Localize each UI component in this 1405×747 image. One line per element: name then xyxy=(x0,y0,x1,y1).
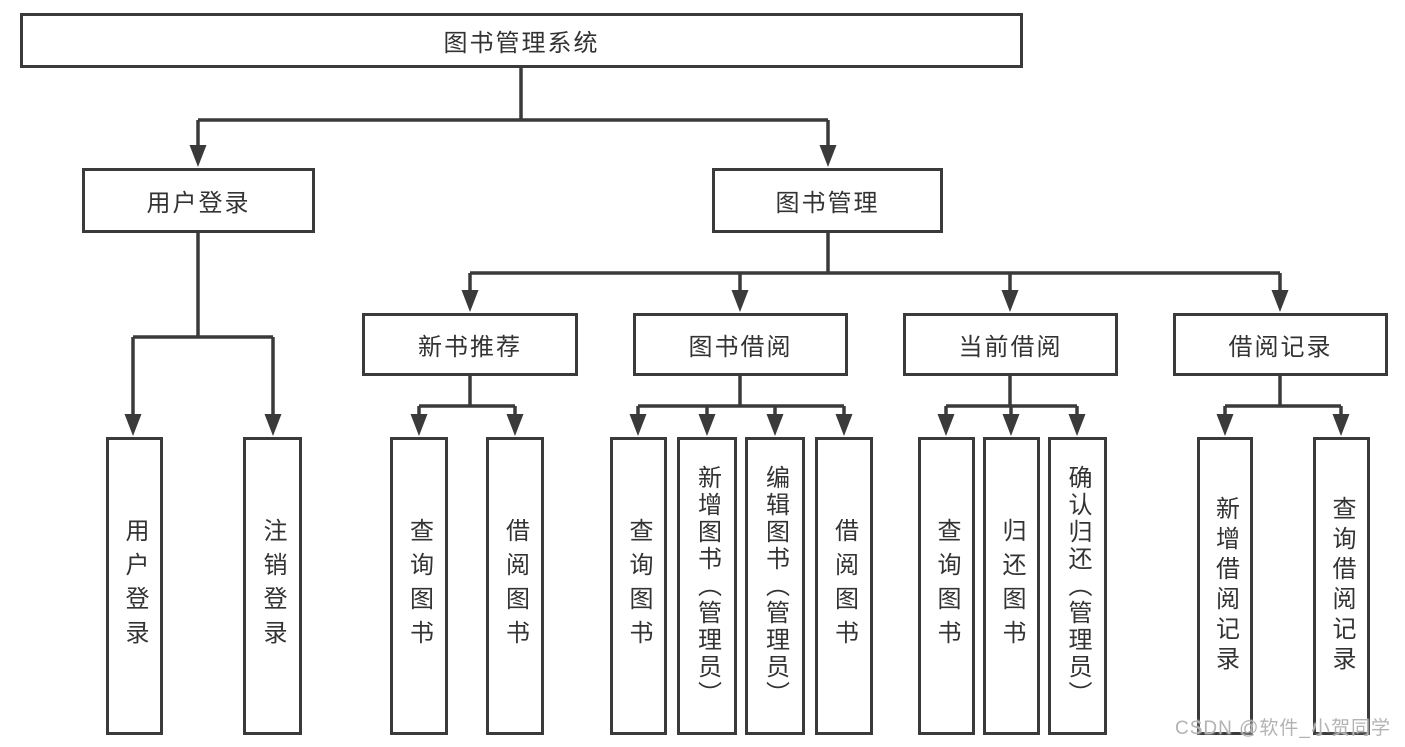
node-bb-borrow-books-label: 借阅图书 xyxy=(830,518,858,654)
node-bb-add-books-admin-label: 新增图书（管理员） xyxy=(693,464,721,708)
node-user-login: 用户登录 xyxy=(106,437,163,735)
node-bb-query-books-label: 查询图书 xyxy=(625,518,652,654)
node-bb-borrow-books: 借阅图书 xyxy=(815,437,873,735)
node-cb-return-books: 归还图书 xyxy=(983,437,1040,735)
node-br-add-record-label: 新增借阅记录 xyxy=(1211,496,1239,676)
node-cb-confirm-return-admin: 确认归还（管理员） xyxy=(1048,437,1107,735)
node-logout-label: 注销登录 xyxy=(259,518,286,654)
node-nbr-borrow-books-label: 借阅图书 xyxy=(501,518,529,654)
node-cb-query-books-label: 查询图书 xyxy=(933,518,960,654)
node-cb-query-books: 查询图书 xyxy=(918,437,975,735)
node-bb-edit-books-admin: 编辑图书（管理员） xyxy=(745,437,805,735)
node-cb-return-books-label: 归还图书 xyxy=(998,518,1025,654)
node-bb-edit-books-admin-label: 编辑图书（管理员） xyxy=(761,464,789,708)
node-bb-query-books: 查询图书 xyxy=(610,437,667,735)
node-cb-confirm-return-admin-label: 确认归还（管理员） xyxy=(1064,464,1091,708)
node-current-borrowing-label: 当前借阅 xyxy=(958,334,1063,361)
node-nbr-borrow-books: 借阅图书 xyxy=(486,437,544,735)
node-new-book-recommend: 新书推荐 xyxy=(362,313,578,376)
node-borrowing-records: 借阅记录 xyxy=(1173,313,1388,376)
node-root: 图书管理系统 xyxy=(20,13,1023,68)
node-book-borrowing: 图书借阅 xyxy=(633,313,848,376)
node-borrowing-records-label: 借阅记录 xyxy=(1228,334,1333,361)
node-current-borrowing: 当前借阅 xyxy=(903,313,1118,376)
node-nbr-query-books-label: 查询图书 xyxy=(405,518,433,654)
node-user-login-group: 用户登录 xyxy=(82,168,315,233)
node-br-add-record: 新增借阅记录 xyxy=(1197,437,1253,735)
node-root-label: 图书管理系统 xyxy=(443,30,600,57)
node-user-login-group-label: 用户登录 xyxy=(146,190,251,217)
node-user-login-label: 用户登录 xyxy=(121,518,148,654)
node-new-book-recommend-label: 新书推荐 xyxy=(418,334,522,361)
node-bb-add-books-admin: 新增图书（管理员） xyxy=(677,437,737,735)
watermark: CSDN @软件_小贺同学 xyxy=(1175,718,1391,739)
node-book-management-label: 图书管理 xyxy=(775,190,880,217)
node-book-borrowing-label: 图书借阅 xyxy=(688,334,793,361)
node-nbr-query-books: 查询图书 xyxy=(390,437,448,735)
node-logout: 注销登录 xyxy=(243,437,302,735)
node-book-management: 图书管理 xyxy=(712,168,943,233)
node-br-query-record: 查询借阅记录 xyxy=(1313,437,1370,735)
node-br-query-record-label: 查询借阅记录 xyxy=(1328,496,1355,676)
